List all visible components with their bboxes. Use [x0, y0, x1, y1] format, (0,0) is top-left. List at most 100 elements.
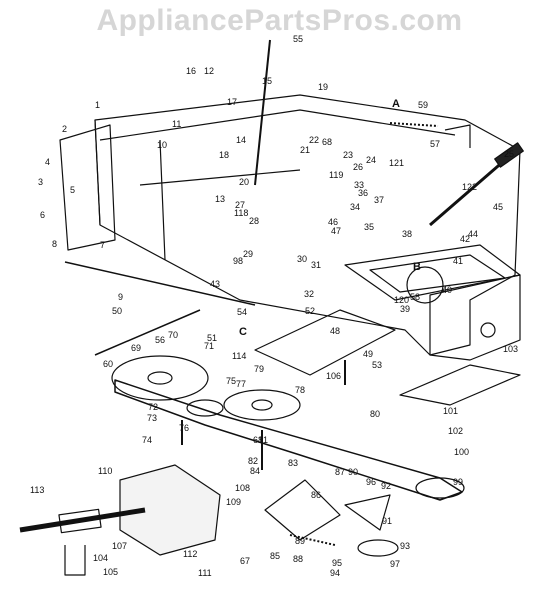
callout-98: 98 [233, 256, 243, 266]
callout-122: 122 [462, 182, 477, 192]
callout-104: 104 [93, 553, 108, 563]
callout-48: 48 [330, 326, 340, 336]
callout-77: 77 [236, 379, 246, 389]
pulley-78 [223, 389, 301, 421]
callout-50: 50 [112, 306, 122, 316]
callout-94: 94 [330, 568, 340, 578]
axle-hub [58, 508, 102, 534]
callout-47: 47 [331, 226, 341, 236]
callout-34: 34 [350, 202, 360, 212]
frame-outline [94, 94, 521, 356]
u-bolt-104 [64, 545, 86, 576]
callout-b: B [413, 261, 421, 273]
callout-6: 6 [40, 210, 45, 220]
callout-12: 12 [204, 66, 214, 76]
callout-78: 78 [295, 385, 305, 395]
callout-58: 58 [410, 292, 420, 302]
callout-119: 119 [329, 170, 343, 180]
callout-31: 31 [311, 260, 321, 270]
rod-9 [64, 261, 256, 306]
callout-71: 71 [204, 341, 214, 351]
callout-42: 42 [460, 234, 470, 244]
callout-103: 103 [503, 344, 518, 354]
callout-15: 15 [262, 76, 272, 86]
callout-25: 25 [504, 149, 514, 159]
callout-102: 102 [448, 426, 463, 436]
callout-22: 22 [309, 135, 319, 145]
callout-23: 23 [343, 150, 353, 160]
callout-59: 59 [418, 100, 428, 110]
callout-17: 17 [227, 97, 237, 107]
callout-60: 60 [103, 359, 113, 369]
callout-26: 26 [353, 162, 363, 172]
pulley-55 [186, 399, 224, 417]
callout-52: 52 [305, 306, 315, 316]
pulley-78-hub [251, 399, 273, 411]
callout-53: 53 [372, 360, 382, 370]
callout-9: 9 [118, 292, 123, 302]
callout-24: 24 [366, 155, 376, 165]
callout-95: 95 [332, 558, 342, 568]
callout-4: 4 [45, 157, 50, 167]
callout-75: 75 [226, 376, 236, 386]
pulley-69-hub [147, 371, 173, 385]
callout-70: 70 [168, 330, 178, 340]
callout-18: 18 [219, 150, 229, 160]
callout-28: 28 [249, 216, 259, 226]
grip-25 [494, 142, 524, 168]
callout-81: 81 [258, 435, 268, 445]
callout-80: 80 [370, 409, 380, 419]
callout-83: 83 [288, 458, 298, 468]
callout-21: 21 [300, 145, 310, 155]
callout-54: 54 [237, 307, 247, 317]
callout-11: 11 [172, 119, 181, 129]
callout-30: 30 [297, 254, 307, 264]
callout-a: A [392, 98, 400, 110]
callout-10: 10 [157, 140, 167, 150]
box-hole [480, 322, 496, 338]
callout-3: 3 [38, 177, 43, 187]
callout-61: 61 [253, 435, 263, 445]
callout-110: 110 [98, 466, 112, 476]
callout-86: 86 [311, 490, 321, 500]
spring-59 [389, 122, 439, 127]
callout-69: 69 [131, 343, 141, 353]
callout-38: 38 [402, 229, 412, 239]
callout-93: 93 [400, 541, 410, 551]
callout-76: 76 [179, 423, 189, 433]
rear-plate [344, 244, 521, 301]
callout-111: 111 [198, 568, 212, 578]
callout-101: 101 [443, 406, 458, 416]
callout-113: 113 [30, 485, 44, 495]
belt-80 [114, 379, 463, 501]
callout-68: 68 [322, 137, 332, 147]
callout-84: 84 [250, 466, 260, 476]
link-57 [444, 124, 471, 148]
frame-side [94, 119, 166, 261]
callout-14: 14 [236, 135, 246, 145]
callout-106: 106 [326, 371, 341, 381]
callout-32: 32 [304, 289, 314, 299]
callout-13: 13 [215, 194, 225, 204]
handle-25 [429, 158, 506, 227]
bracket-103 [399, 364, 521, 406]
callout-36: 36 [358, 188, 368, 198]
callout-118: 118 [234, 208, 248, 218]
callout-37: 37 [374, 195, 384, 205]
callout-27: 27 [235, 200, 245, 210]
rod-13 [139, 169, 301, 186]
callout-16: 16 [186, 66, 196, 76]
callout-96: 96 [366, 477, 376, 487]
callout-c: C [239, 326, 247, 338]
rod-50 [94, 309, 201, 356]
callout-107: 107 [112, 541, 127, 551]
plate-52 [254, 309, 396, 376]
callout-120: 120 [394, 295, 409, 305]
idler-bracket [264, 479, 341, 541]
callout-55: 55 [293, 34, 303, 44]
callout-51: 51 [207, 333, 217, 343]
callout-114: 114 [232, 351, 246, 361]
